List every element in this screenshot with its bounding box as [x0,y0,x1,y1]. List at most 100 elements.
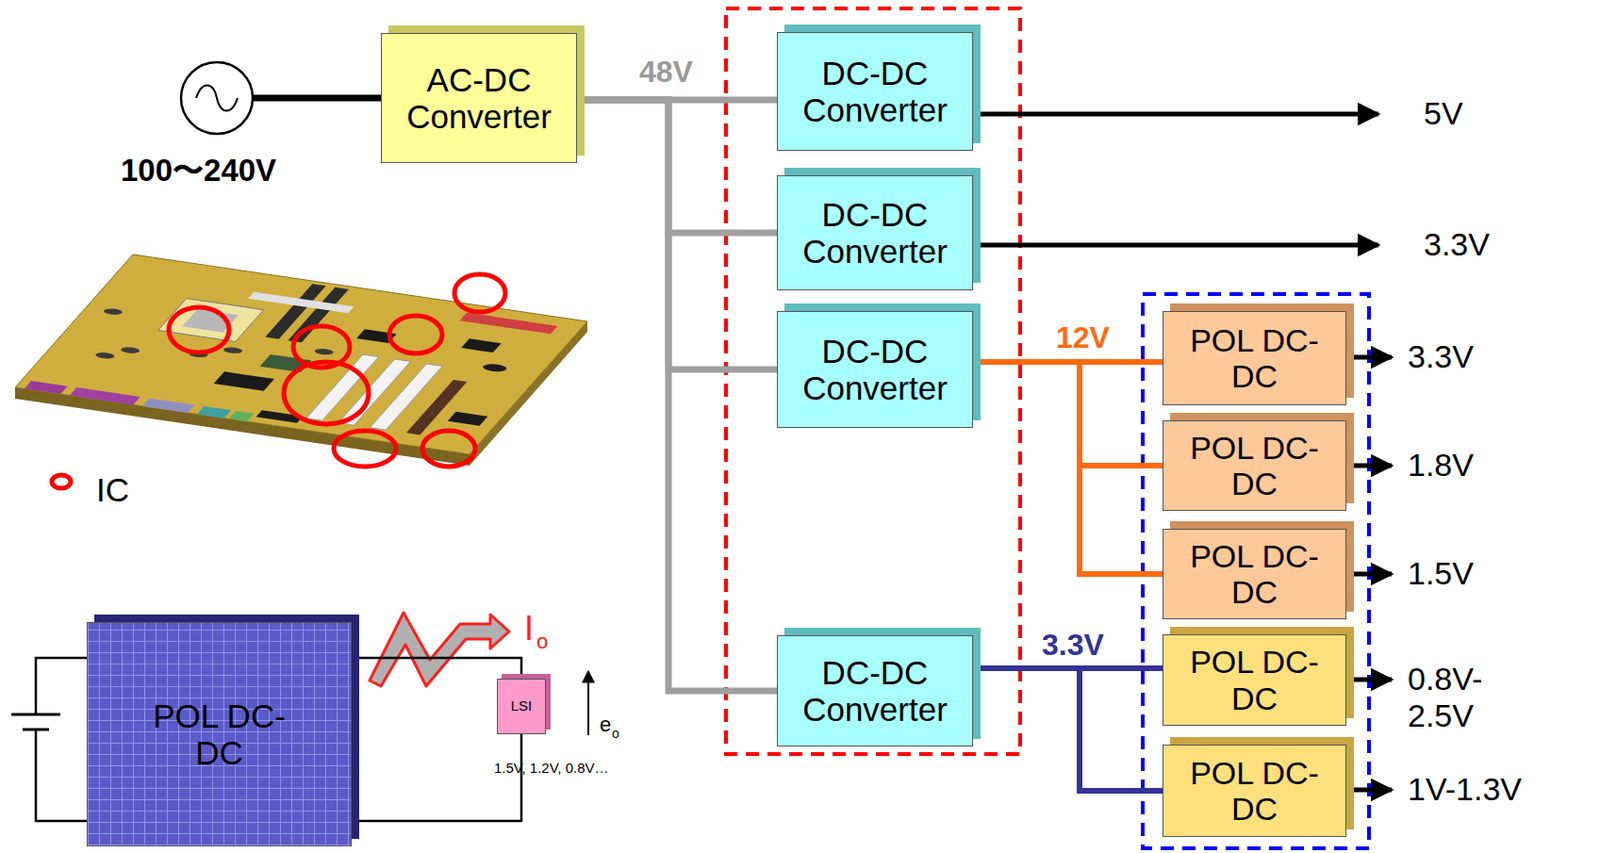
output-arrow [1346,788,1392,793]
input-voltage: 100〜240V [120,152,277,189]
current-symbol: I [524,609,534,648]
node-text: DC-DC Converter [782,654,968,728]
power-connector [973,668,1163,792]
battery-symbol [22,728,50,732]
motherboard-illustration [118,346,142,354]
motherboard-illustration [24,380,68,395]
voltage-label: 12V [1054,320,1112,356]
motherboard-illustration [101,307,125,315]
motherboard-illustration [406,379,467,436]
node-text: POL DC-DC [1188,322,1321,395]
node-text: DC-DC Converter [782,332,968,407]
converter-box: DC-DC Converter [776,311,974,429]
circuit-wire [35,729,87,822]
output-arrow [971,114,1392,791]
output-arrow [1346,677,1392,683]
pol-module: POL DC-DC [86,622,352,847]
voltage-subscript: o [611,725,620,742]
converter-box: AC-DC Converter [380,32,578,164]
ac-source-symbol [181,62,381,134]
ac-source-symbol [252,95,381,102]
motherboard-illustration [460,313,559,335]
node-text: DC-DC Converter [782,196,968,270]
motherboard-illustration [15,254,588,455]
converter-box: DC-DC Converter [776,635,974,747]
lsi-chip: LSI [496,678,546,735]
power-connector [577,99,777,370]
node-text: POL DC-DC [1188,755,1321,827]
output-arrow [971,112,1379,117]
node-text: AC-DC Converter [386,61,572,135]
ac-source-symbol [181,62,253,134]
pol-box: POL DC-DC [1162,311,1347,406]
ac-source-symbol [196,85,238,112]
output-voltage: 3.3V [1407,338,1474,376]
legend-text: IC [96,471,130,510]
motherboard-illustration [422,430,476,467]
pol-box: POL DC-DC [1162,634,1347,726]
voltage-arrow [587,671,590,736]
node-text: POL DC-DC [1188,429,1321,502]
circuit-wire [351,734,522,822]
legend-entry: IC [47,471,130,510]
output-arrow [971,243,1379,248]
motherboard-illustration [168,307,230,353]
output-voltage: 1.5V [1407,555,1474,593]
output-voltage: 1V-1.3V [1407,771,1522,809]
node-text: POL DC-DC [1188,643,1321,716]
motherboard-illustration [15,254,588,467]
motherboard-illustration [313,347,336,356]
current-arrow [369,612,510,687]
motherboard-illustration [389,315,443,354]
legend-ring [51,475,71,489]
output-arrow [1346,463,1392,469]
motherboard-illustration [283,362,369,425]
output-voltage: 1.8V [1407,446,1474,484]
legend-ring [47,470,76,494]
dashed-group-frame [1142,294,1370,849]
dashed-group-frame [725,8,1021,755]
motherboard-illustration [197,406,231,419]
voltage-label: 48V [637,54,695,90]
motherboard-illustration [480,362,510,374]
current-arrow [369,612,510,687]
motherboard-illustration [447,412,488,427]
motherboard-illustration [15,254,588,455]
motherboard-illustration [69,387,141,405]
pol-box: POL DC-DC [1162,528,1347,620]
converter-box: DC-DC Converter [776,175,974,291]
output-arrow [1346,355,1392,361]
motherboard-illustration [461,338,501,353]
motherboard-illustration [221,346,245,354]
motherboard-illustration [454,274,506,313]
circuit-wire [35,658,87,715]
voltage-label: 3.3V [1039,627,1106,663]
pol-box: POL DC-DC [1162,420,1347,512]
output-voltage: 5V [1423,95,1464,132]
motherboard-illustration [229,411,255,422]
output-arrow [1346,572,1392,578]
node-text: LSI [511,698,533,715]
current-subscript: o [536,629,548,654]
output-voltage: 0.8V- 2.5V [1407,660,1521,735]
motherboard-illustration [168,274,506,467]
power-connector [577,99,777,692]
battery-symbol [11,714,61,730]
motherboard-illustration [333,430,396,467]
output-voltage: 3.3V [1423,226,1490,264]
motherboard-illustration [247,292,354,314]
power-connector [973,362,1163,466]
motherboard-illustration [93,351,116,360]
motherboard-illustration [142,397,196,413]
converter-box: DC-DC Converter [776,32,974,151]
voltage-note: 1.5V, 1.2V, 0.8V… [494,759,615,776]
battery-symbol [11,713,61,717]
power-connector [973,362,1163,575]
power-connector [577,99,777,233]
power-connector [351,658,522,679]
node-text: DC-DC Converter [782,54,968,129]
node-text: POL DC-DC [1188,538,1321,611]
pol-box: POL DC-DC [1162,744,1347,838]
node-text: POL DC-DC [148,697,291,772]
